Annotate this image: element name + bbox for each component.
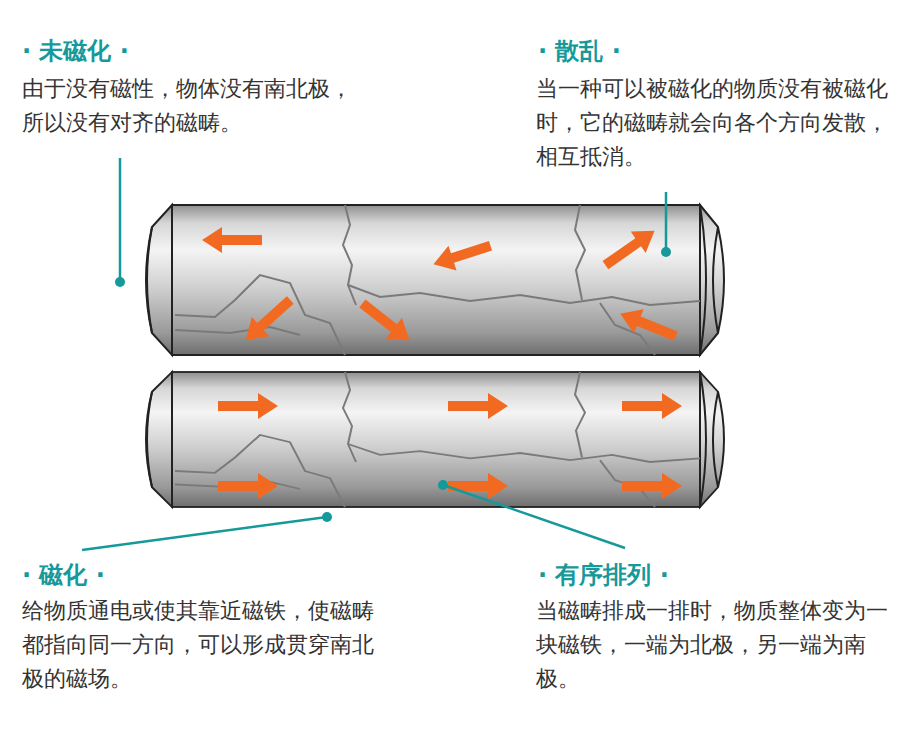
callout-text: 由于没有磁性，物体没有南北极，所以没有对齐的磁畴。 <box>22 72 372 140</box>
callout-heading: · 未磁化 · <box>22 36 129 66</box>
callout-text: 给物质通电或使其靠近磁铁，使磁畴都指向同一方向，可以形成贯穿南北极的磁场。 <box>22 594 382 696</box>
callout-text: 当一种可以被磁化的物质没有被磁化时，它的磁畴就会向各个方向发散，相互抵消。 <box>536 72 891 174</box>
callout-heading: · 散乱 · <box>538 36 621 66</box>
callout-text: 当磁畴排成一排时，物质整体变为一块磁铁，一端为北极，另一端为南极。 <box>536 594 891 696</box>
callout-heading: · 磁化 · <box>22 560 105 590</box>
callout-heading: · 有序排列 · <box>538 560 669 590</box>
